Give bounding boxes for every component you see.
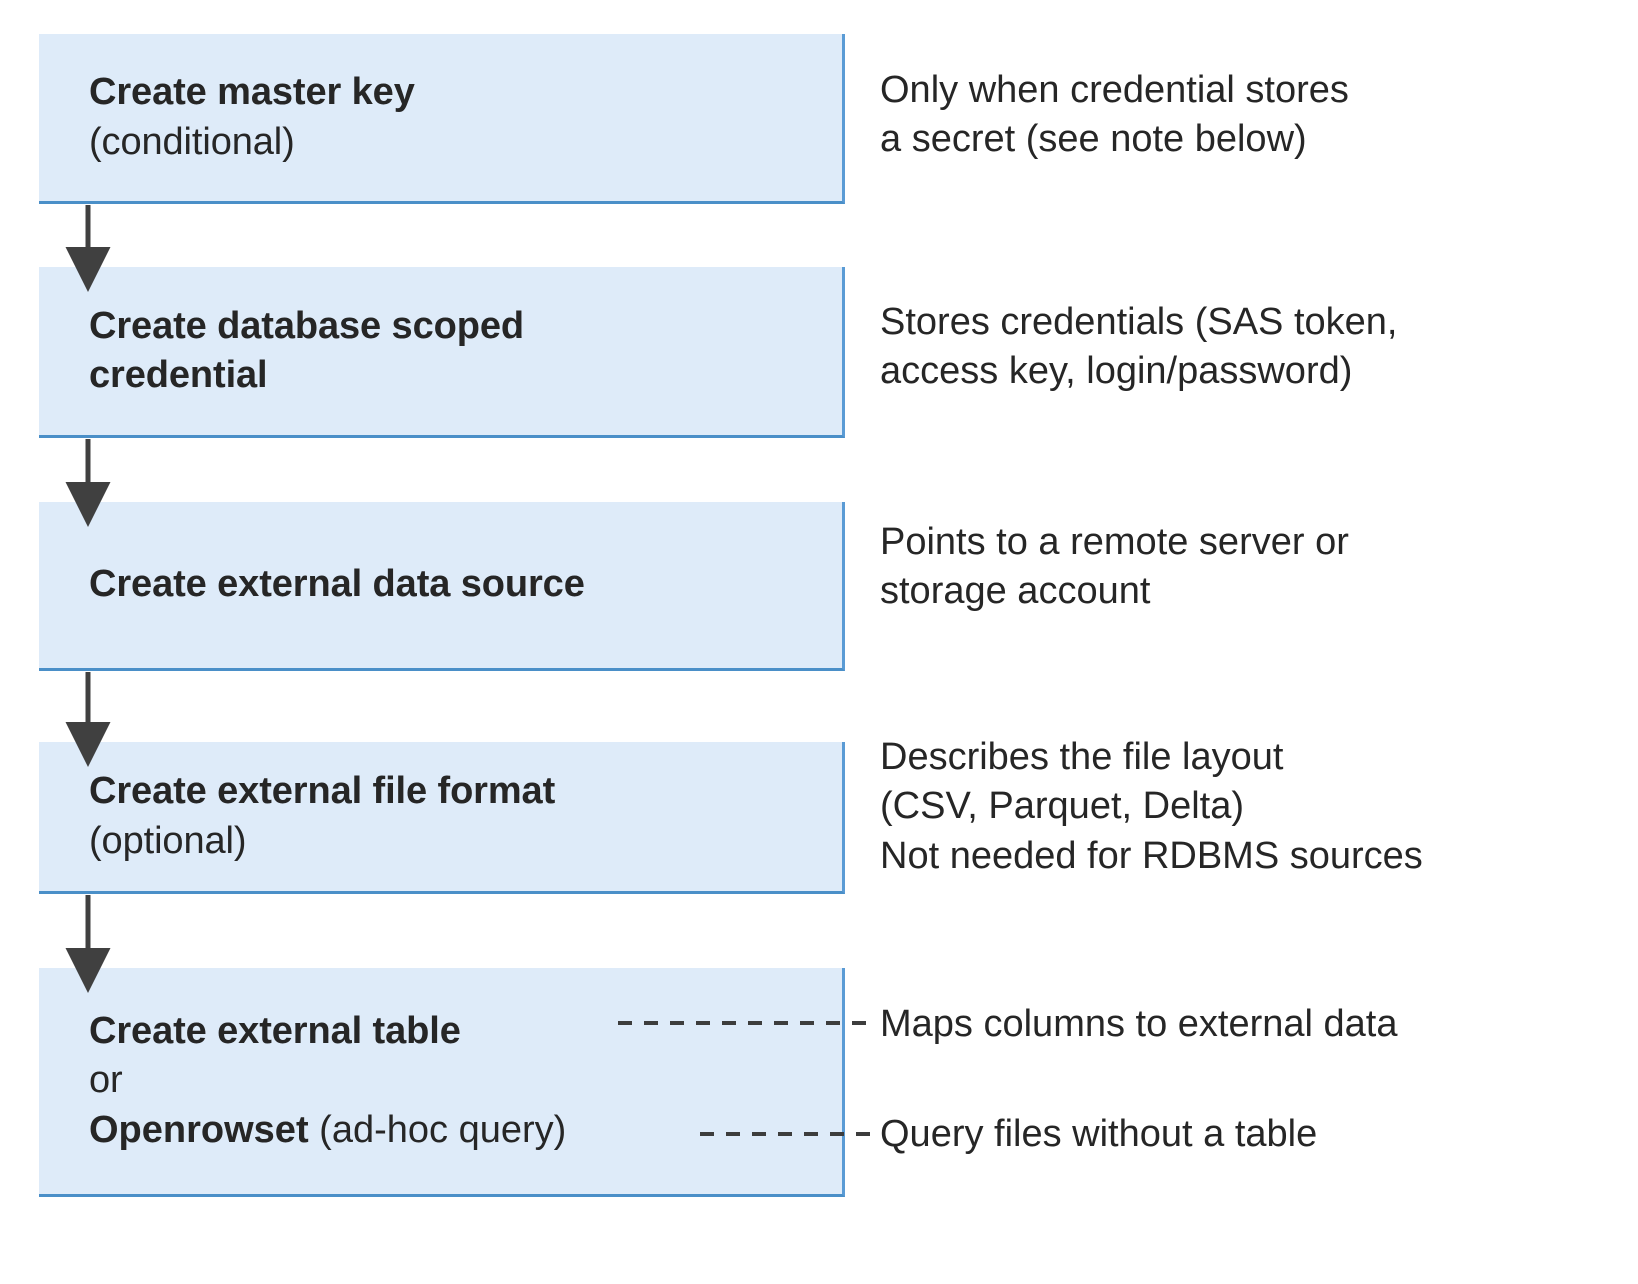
note-line: storage account — [880, 570, 1151, 613]
step-box-content: Create external data source — [39, 560, 842, 609]
step-box-content: Create database scoped credential — [39, 302, 842, 401]
step-subheading-optional: (optional) — [89, 819, 247, 862]
step-heading-create-master-key: Create master key — [89, 71, 415, 114]
note-line: Query files without a table — [880, 1113, 1318, 1155]
note-create-external-file-format: Describes the file layout (CSV, Parquet,… — [880, 733, 1423, 881]
step-heading-create-external-data-source: Create external data source — [89, 563, 585, 606]
step-heading-create-external-file-format: Create external file format — [89, 770, 556, 813]
step-subheading-conditional: (conditional) — [89, 120, 295, 163]
note-create-external-table: Maps columns to external data — [880, 1000, 1398, 1049]
step-box-create-external-table-or-openrowset[interactable]: Create external table or Openrowset (ad-… — [39, 968, 845, 1197]
step-qualifier-ad-hoc-query: (ad-hoc query) — [308, 1108, 567, 1151]
step-heading-create-external-table: Create external table — [89, 1009, 461, 1052]
step-box-create-external-data-source[interactable]: Create external data source — [39, 502, 845, 671]
note-line: access key, login/password) — [880, 350, 1353, 393]
step-box-create-master-key[interactable]: Create master key (conditional) — [39, 34, 845, 204]
note-line: (CSV, Parquet, Delta) — [880, 785, 1244, 828]
step-connector-or: or — [89, 1059, 123, 1102]
note-line: Stores credentials (SAS token, — [880, 301, 1398, 343]
step-heading-openrowset: Openrowset — [89, 1108, 309, 1151]
note-line: a secret (see note below) — [880, 118, 1307, 161]
step-heading-create-database-scoped-credential-line1: Create database scoped — [89, 304, 524, 347]
note-line: Only when credential stores — [880, 69, 1349, 111]
note-create-external-data-source: Points to a remote server or storage acc… — [880, 518, 1349, 617]
step-heading-openrowset-row: Openrowset (ad-hoc query) — [89, 1106, 826, 1155]
step-box-content: Create external file format (optional) — [39, 767, 842, 866]
step-box-create-database-scoped-credential[interactable]: Create database scoped credential — [39, 267, 845, 438]
step-heading-create-database-scoped-credential-line2: credential — [89, 354, 268, 396]
step-box-create-external-file-format[interactable]: Create external file format (optional) — [39, 742, 845, 894]
note-create-database-scoped-credential: Stores credentials (SAS token, access ke… — [880, 298, 1397, 397]
note-line: Points to a remote server or — [880, 521, 1349, 563]
note-openrowset: Query files without a table — [880, 1110, 1317, 1159]
note-line: Maps columns to external data — [880, 1003, 1398, 1045]
note-line: Describes the file layout — [880, 736, 1284, 778]
step-box-content: Create master key (conditional) — [39, 68, 842, 167]
note-line: Not needed for RDBMS sources — [880, 834, 1423, 877]
note-create-master-key: Only when credential stores a secret (se… — [880, 66, 1349, 165]
step-box-content: Create external table or Openrowset (ad-… — [39, 1007, 842, 1155]
